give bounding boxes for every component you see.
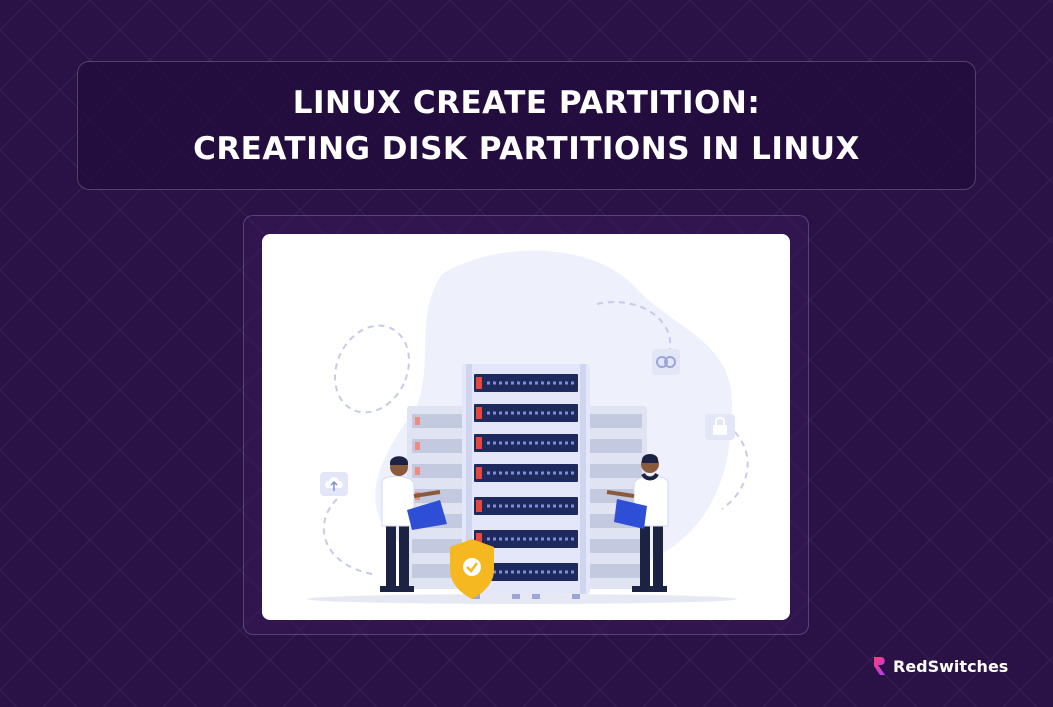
lock-icon (705, 414, 735, 440)
brand-name: RedSwitches (893, 656, 1009, 676)
right-rack (585, 406, 647, 589)
cloud-upload-icon (320, 472, 348, 496)
floor-shadow (307, 594, 737, 604)
brand-mark: RedSwitches (873, 654, 1008, 678)
title-line-2: CREATING DISK PARTITIONS IN LINUX (193, 130, 860, 167)
server-illustration (307, 250, 749, 604)
technician-right (606, 454, 669, 592)
main-server-rack (462, 364, 590, 599)
dashed-line-left (322, 498, 373, 575)
shield-check-icon (450, 539, 494, 599)
title-line-1: LINUX CREATE PARTITION: (292, 84, 761, 121)
illustration-card (262, 234, 790, 620)
redswitches-logo-icon (874, 657, 885, 675)
link-icon (652, 349, 680, 375)
technician-left (380, 456, 447, 592)
title-banner: LINUX CREATE PARTITION: CREATING DISK PA… (77, 61, 976, 190)
